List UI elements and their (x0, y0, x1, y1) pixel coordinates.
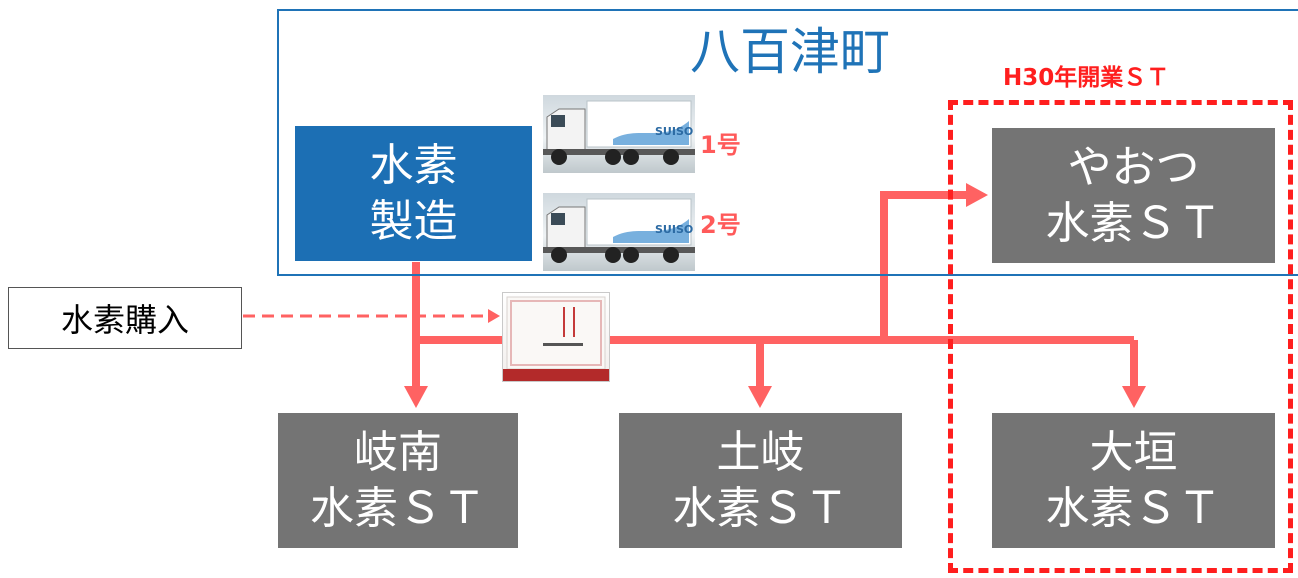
arrow-to-yaotsu (966, 183, 988, 207)
station-toki: 土岐 水素ＳＴ (619, 413, 902, 548)
station-type: 水素ＳＴ (1045, 197, 1222, 249)
truck-side-text: SUISO (655, 125, 693, 138)
arrow-to-ogaki (1122, 386, 1146, 408)
truck-2-label: 2号 (700, 211, 741, 239)
station-name: やおつ (1067, 141, 1200, 193)
production-line2: 製造 (369, 195, 458, 247)
station-type: 水素ＳＴ (310, 482, 486, 534)
hydrogen-production-box: 水素 製造 (295, 126, 532, 261)
production-line1: 水素 (369, 139, 458, 191)
station-type: 水素ＳＴ (672, 482, 849, 534)
truck-side-text: SUISO (655, 223, 693, 236)
arrow-to-toki (748, 386, 772, 408)
arrow-to-ginan (404, 386, 428, 408)
hydrogen-purchase-box: 水素購入 (8, 287, 242, 349)
compressor-unit-icon (502, 292, 610, 382)
purchase-label: 水素購入 (60, 301, 189, 339)
station-yaotsu: やおつ 水素ＳＴ (992, 128, 1275, 263)
station-name: 岐南 (354, 426, 442, 478)
hydrogen-truck-icon: SUISO (543, 95, 695, 173)
town-frame (277, 9, 1298, 276)
town-title: 八百津町 (690, 23, 890, 81)
station-ogaki: 大垣 水素ＳＴ (992, 413, 1275, 548)
station-ginan: 岐南 水素ＳＴ (278, 413, 518, 548)
hydrogen-truck-icon: SUISO (543, 193, 695, 271)
station-type: 水素ＳＴ (1045, 482, 1222, 534)
truck-1-label: 1号 (700, 131, 741, 159)
station-name: 大垣 (1089, 426, 1178, 478)
new-stations-label: H30年開業ＳＴ (1003, 65, 1170, 91)
station-name: 土岐 (716, 426, 805, 478)
new-stations-frame (948, 100, 1293, 573)
